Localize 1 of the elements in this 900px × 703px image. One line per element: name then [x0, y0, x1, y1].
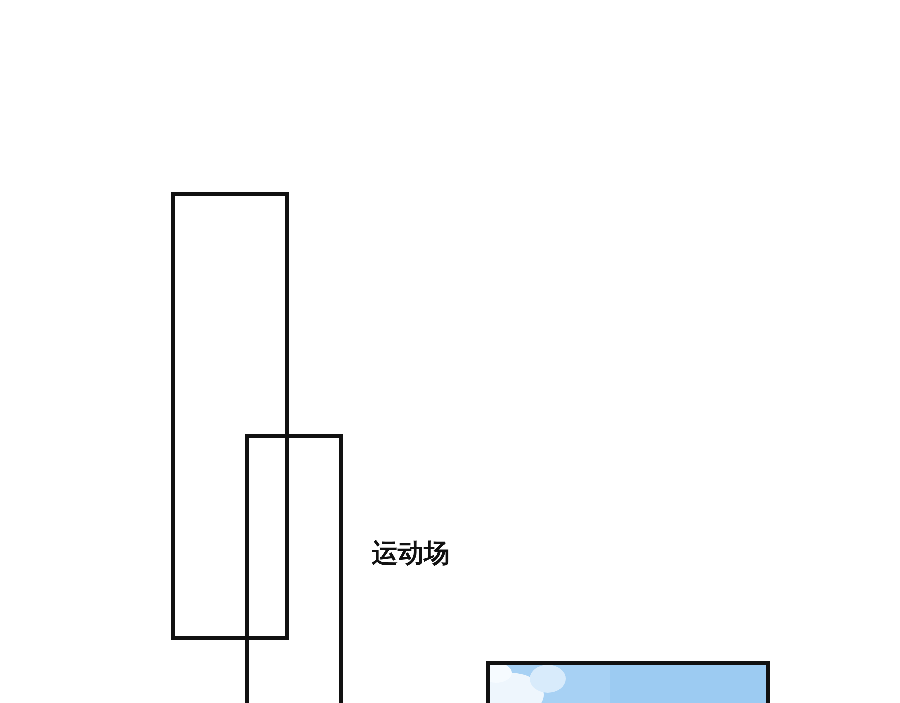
place-caption: 运动场 [372, 539, 450, 570]
